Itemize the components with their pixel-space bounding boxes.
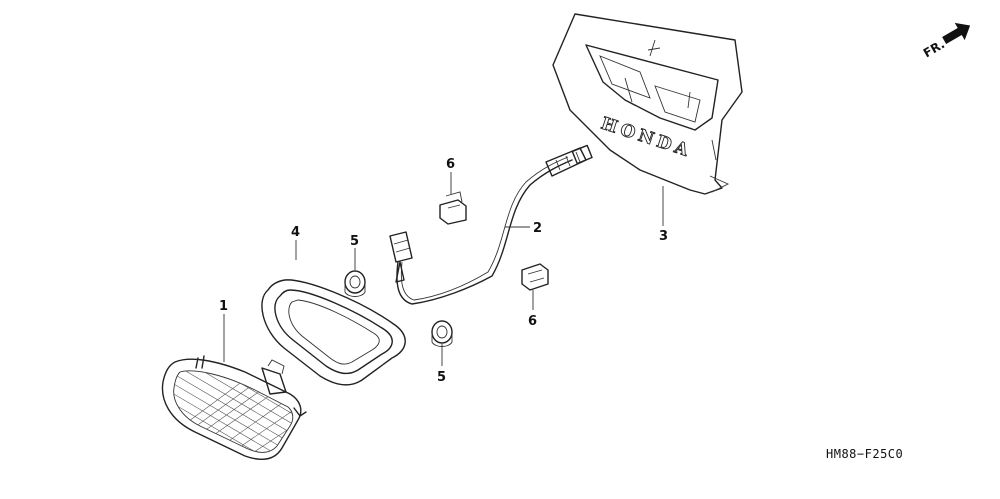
clip-part-lower[interactable] xyxy=(521,263,549,291)
leader-lines xyxy=(223,172,664,366)
rear-cover-part[interactable]: HONDA xyxy=(552,13,743,195)
lamp-bezel-part[interactable] xyxy=(261,279,406,386)
direction-label: FR. xyxy=(921,37,947,60)
callout-part-6-lower: 6 xyxy=(528,314,537,329)
clip-part-upper[interactable] xyxy=(439,191,467,225)
front-direction-indicator: FR. xyxy=(921,22,971,60)
callout-part-4: 4 xyxy=(291,225,300,240)
grommet-part-upper[interactable] xyxy=(344,270,366,297)
callout-part-5-upper: 5 xyxy=(350,234,359,249)
direction-arrow-icon xyxy=(942,22,971,44)
diagram-code: HM88−F25C0 xyxy=(826,447,904,461)
tail-lamp-part[interactable] xyxy=(150,330,320,499)
callout-part-1: 1 xyxy=(219,299,228,314)
brand-emboss: HONDA xyxy=(598,114,694,162)
callout-part-2: 2 xyxy=(533,221,542,236)
grommet-part-lower[interactable] xyxy=(431,320,453,347)
callout-part-6-upper: 6 xyxy=(446,157,455,172)
callout-part-3: 3 xyxy=(659,229,668,244)
wire-harness-part[interactable] xyxy=(389,144,593,305)
callout-part-5-lower: 5 xyxy=(437,370,446,385)
